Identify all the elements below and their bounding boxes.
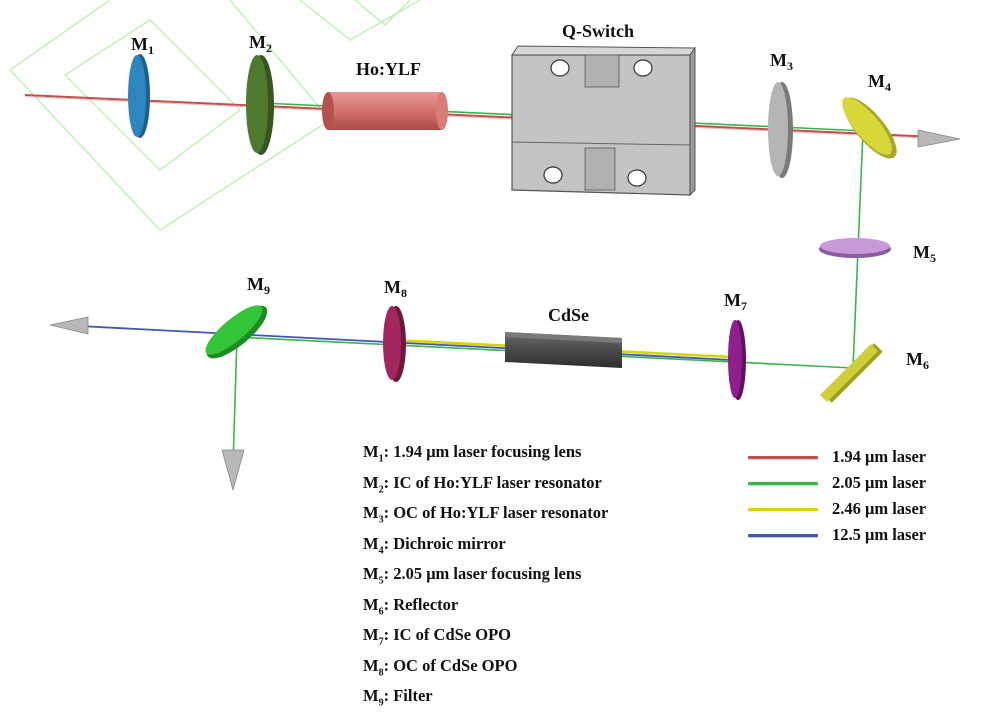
- beam-legend-item: 2.05 μm laser: [748, 470, 926, 496]
- beam-2-05-filtered: [232, 336, 238, 466]
- arrow-heads: [49, 129, 961, 492]
- component-legend-item: M5: 2.05 μm laser focusing lens: [363, 564, 582, 587]
- beam-paths: [24, 94, 936, 466]
- lens-m5: [819, 238, 891, 258]
- label-m8: M8: [384, 277, 407, 300]
- beam-legend-item: 1.94 μm laser: [748, 444, 926, 470]
- component-legend-item: M7: IC of CdSe OPO: [363, 625, 511, 648]
- label-m4: M4: [868, 71, 891, 94]
- label-qswitch: Q-Switch: [562, 21, 634, 41]
- laser-setup-diagram: M1 M2 Ho:YLF Q-Switch M3 M4 M5 M6 M7 CdS…: [9, 0, 961, 492]
- beam-swatch-12-5: [748, 533, 818, 537]
- component-legend-item: M6: Reflector: [363, 594, 459, 617]
- label-m5: M5: [913, 242, 936, 265]
- mirror-m4: [842, 97, 897, 159]
- label-m1: M1: [131, 34, 154, 57]
- label-m3: M3: [770, 50, 793, 73]
- label-m6: M6: [906, 349, 929, 372]
- beam-legend-item: 2.46 μm laser: [748, 496, 926, 522]
- crystal-hoylf: [322, 92, 448, 130]
- component-legend-item: M8: OC of CdSe OPO: [363, 655, 518, 678]
- label-cdse: CdSe: [548, 305, 589, 325]
- component-legend-item: M9: Filter: [363, 686, 433, 709]
- beam-1-94: [24, 94, 936, 138]
- component-legend-item: M2: IC of Ho:YLF laser resonator: [363, 472, 602, 495]
- mirror-m6: [820, 343, 883, 403]
- mirror-m2: [246, 55, 274, 155]
- beam-legend-item: 12.5 μm laser: [748, 522, 926, 548]
- crystal-cdse: [505, 332, 622, 368]
- mirror-m7: [728, 320, 746, 400]
- component-labels: M1 M2 Ho:YLF Q-Switch M3 M4 M5 M6 M7 CdS…: [131, 21, 936, 372]
- lens-m1: [128, 54, 150, 138]
- watermark-shapes: [9, 0, 421, 231]
- label-hoylf: Ho:YLF: [356, 59, 421, 79]
- mirror-m8: [383, 306, 406, 382]
- arrow-left-icon: [49, 316, 89, 335]
- beam-legend: 1.94 μm laser 2.05 μm laser 2.46 μm lase…: [748, 444, 926, 548]
- arrow-down-icon: [221, 449, 245, 492]
- component-legend-item: M1: 1.94 μm laser focusing lens: [363, 442, 582, 465]
- arrow-right-icon: [917, 129, 961, 148]
- component-legend-item: M3: OC of Ho:YLF laser resonator: [363, 503, 609, 526]
- beam-swatch-1-94: [748, 455, 818, 459]
- mirror-m3: [768, 82, 793, 178]
- q-switch-block: [511, 45, 696, 197]
- component-legend-item: M4: Dichroic mirror: [363, 533, 506, 556]
- beam-swatch-2-05: [748, 481, 818, 485]
- label-m7: M7: [724, 290, 747, 313]
- beam-swatch-2-46: [748, 507, 818, 511]
- filter-m9: [205, 305, 268, 359]
- component-legend: M1: 1.94 μm laser focusing lens M2: IC o…: [363, 440, 608, 715]
- label-m9: M9: [247, 274, 270, 297]
- label-m2: M2: [249, 32, 272, 55]
